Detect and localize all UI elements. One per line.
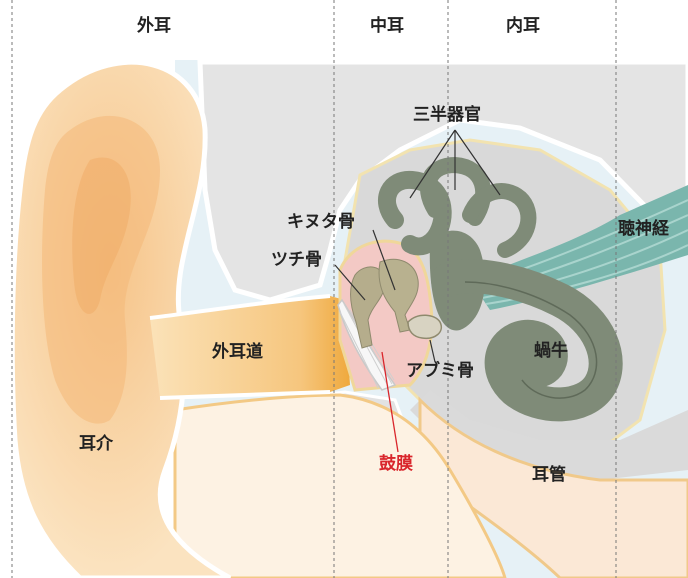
stapes: [408, 315, 441, 338]
section-outer-ear: 外耳: [137, 18, 171, 35]
label-eardrum: 鼓膜: [379, 456, 413, 473]
label-ear-canal: 外耳道: [212, 344, 263, 361]
section-inner-ear: 内耳: [506, 18, 540, 35]
label-pinna: 耳介: [79, 436, 113, 453]
section-middle-ear: 中耳: [370, 18, 404, 35]
label-semicircular-canals: 三半器官: [413, 107, 481, 124]
label-eustachian-tube: 耳管: [532, 467, 566, 484]
label-malleus: ツチ骨: [271, 252, 322, 269]
label-incus: キヌタ骨: [287, 214, 355, 231]
label-stapes: アブミ骨: [406, 363, 474, 380]
label-auditory-nerve: 聴神経: [618, 221, 669, 238]
label-cochlea: 蝸牛: [534, 343, 568, 360]
